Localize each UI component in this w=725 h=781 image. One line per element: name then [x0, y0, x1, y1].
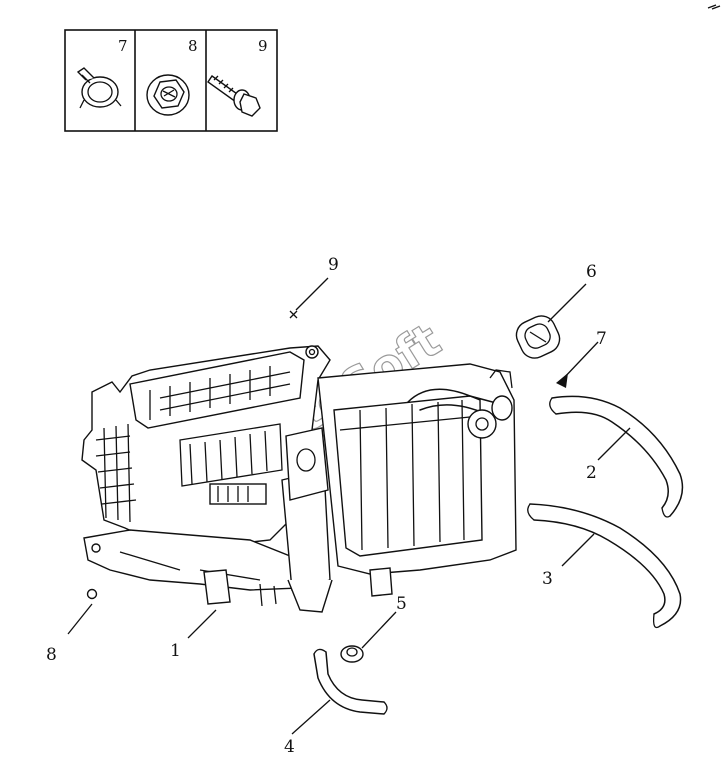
flange-bolt-icon [207, 75, 261, 117]
heater-unit-housing [81, 345, 517, 613]
legend-number-9: 9 [258, 37, 268, 55]
part-5-grommet [340, 645, 364, 663]
callout-8: 8 [46, 645, 57, 665]
callout-2: 2 [586, 463, 597, 483]
callout-6: 6 [586, 262, 597, 282]
callout-5: 5 [396, 594, 407, 614]
leader-lines [67, 277, 631, 735]
part-8-nut [86, 588, 98, 600]
part-4-drain-hose [313, 648, 388, 715]
callout-9: 9 [328, 255, 339, 275]
hose-clamp-icon [76, 67, 122, 109]
flange-nut-icon [146, 74, 190, 116]
legend-number-8: 8 [188, 37, 198, 55]
callout-3: 3 [542, 569, 553, 589]
callout-4: 4 [284, 737, 295, 757]
part-9-bolt-mark [289, 310, 298, 319]
corner-mark [707, 4, 721, 10]
part-2-heater-hose [549, 395, 684, 518]
legend-number-7: 7 [118, 37, 128, 55]
part-6-grommet [515, 315, 561, 359]
callout-1: 1 [170, 641, 181, 661]
callout-7: 7 [596, 329, 607, 349]
part-3-heater-hose [527, 503, 682, 629]
fastener-legend: 7 8 9 [64, 29, 278, 132]
